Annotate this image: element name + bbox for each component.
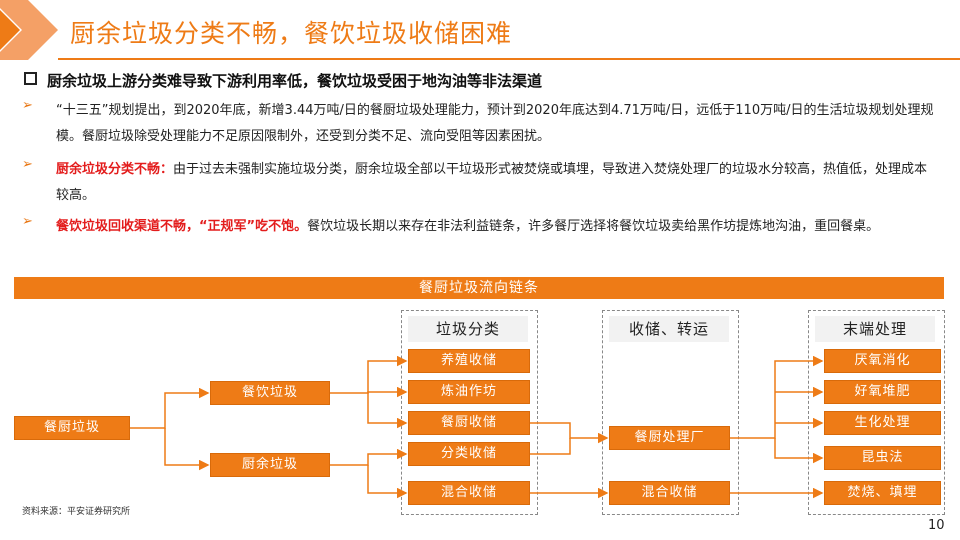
heading-text: 厨余垃圾上游分类难导致下游利用率低，餐饮垃圾受困于地沟油等非法渠道: [47, 72, 543, 90]
bullet-marker-icon: ➢: [22, 214, 33, 229]
group-box-storage: [602, 310, 739, 515]
page-number: 10: [928, 518, 945, 533]
bullet-paragraph: 厨余垃圾分类不畅：由于过去未强制实施垃圾分类，厨余垃圾全部以干垃圾形式被焚烧或填…: [56, 157, 936, 209]
node-storage-item: 餐厨处理厂: [609, 426, 730, 450]
node-sort-item: 餐厨收储: [408, 411, 530, 435]
node-end-item: 好氧堆肥: [824, 380, 941, 404]
bullet-highlight: 厨余垃圾分类不畅：: [56, 162, 174, 177]
node-end-item: 昆虫法: [824, 446, 941, 470]
bullet-paragraph: 餐饮垃圾回收渠道不畅，“正规军”吃不饱。餐饮垃圾长期以来存在非法利益链条，许多餐…: [56, 214, 936, 240]
bullet-marker-icon: ➢: [22, 157, 33, 172]
node-catering-waste: 餐饮垃圾: [210, 381, 330, 405]
group-box-end: [808, 310, 945, 515]
node-sort-item: 分类收储: [408, 442, 530, 466]
bullet-text: 餐饮垃圾长期以来存在非法利益链条，许多餐厅选择将餐饮垃圾卖给黑作坊提炼地沟油，重…: [307, 219, 880, 234]
bullet-text: 由于过去未强制实施垃圾分类，厨余垃圾全部以干垃圾形式被焚烧或填埋，导致进入焚烧处…: [56, 162, 928, 203]
source-note: 资料来源：平安证券研究所: [22, 507, 131, 517]
node-storage-item: 混合收储: [609, 481, 730, 505]
group-box-sorting: [401, 310, 538, 515]
group-label-end: 末端处理: [815, 316, 935, 342]
page-title: 厨余垃圾分类不畅，餐饮垃圾收储困难: [70, 19, 513, 48]
title-arrow-icon: [0, 0, 58, 60]
bullet-paragraph: “十三五”规划提出，到2020年底，新增3.44万吨/日的餐厨垃圾处理能力，预计…: [56, 98, 936, 150]
bullet-highlight: 餐饮垃圾回收渠道不畅，“正规军”吃不饱。: [56, 219, 308, 234]
bullet-marker-icon: ➢: [22, 98, 33, 113]
node-end-item: 生化处理: [824, 411, 941, 435]
node-sort-item: 混合收储: [408, 481, 530, 505]
node-sort-item: 炼油作坊: [408, 380, 530, 404]
square-bullet-icon: [24, 72, 37, 85]
node-kitchen-waste: 餐厨垃圾: [14, 416, 130, 440]
section-heading: 厨余垃圾上游分类难导致下游利用率低，餐饮垃圾受困于地沟油等非法渠道: [24, 70, 542, 91]
bullet-text: “十三五”规划提出，到2020年底，新增3.44万吨/日的餐厨垃圾处理能力，预计…: [56, 103, 934, 144]
node-household-food-waste: 厨余垃圾: [210, 453, 330, 477]
group-label-storage: 收储、转运: [609, 316, 729, 342]
title-bar: [0, 0, 960, 66]
node-end-item: 厌氧消化: [824, 349, 941, 373]
group-label-sorting: 垃圾分类: [408, 316, 528, 342]
node-sort-item: 养殖收储: [408, 349, 530, 373]
flow-header: 餐厨垃圾流向链条: [14, 277, 944, 299]
title-underline: [58, 58, 960, 60]
node-end-item: 焚烧、填埋: [824, 481, 941, 505]
